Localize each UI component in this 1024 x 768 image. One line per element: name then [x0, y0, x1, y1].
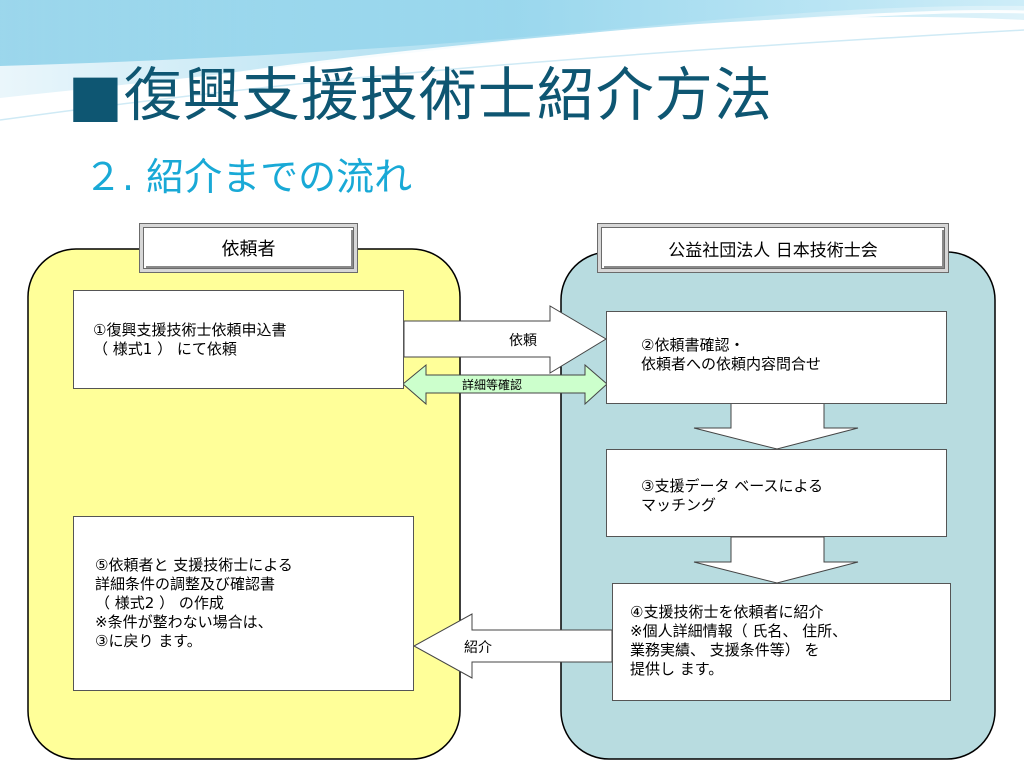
- step5-line: （ 様式2 ） の作成: [95, 594, 224, 612]
- introduce-arrow-label: 紹介: [464, 640, 492, 656]
- step4-line: ④支援技術士を依頼者に紹介: [630, 603, 824, 621]
- requester-label: 依頼者: [143, 227, 354, 269]
- down-arrow-2-3: [693, 402, 859, 450]
- down-arrow-3-4: [693, 536, 859, 584]
- step1-line: ①復興支援技術士依頼申込書: [93, 321, 287, 339]
- step1-box: ①復興支援技術士依頼申込書 （ 様式1 ） にて依頼: [73, 290, 404, 389]
- introduce-arrow: [412, 613, 613, 679]
- step2-line: 依頼者への依頼内容問合せ: [641, 355, 822, 373]
- step1-line: （ 様式1 ） にて依頼: [93, 340, 237, 358]
- step5-line: ⑤依頼者と 支援技術士による: [95, 556, 293, 574]
- step3-box: ③支援データ ベースによる マッチング: [606, 449, 947, 537]
- step2-line: ②依頼書確認・: [641, 336, 745, 354]
- step2-box: ②依頼書確認・ 依頼者への依頼内容問合せ: [606, 311, 947, 404]
- step4-line: 提供し ます。: [630, 660, 724, 678]
- step5-box: ⑤依頼者と 支援技術士による 詳細条件の調整及び確認書 （ 様式2 ） の作成 …: [73, 516, 414, 691]
- step4-line: 業務実績、 支援条件等） を: [630, 641, 820, 659]
- page-subtitle: ２. 紹介までの流れ: [84, 155, 413, 199]
- step5-line: 詳細条件の調整及び確認書: [95, 575, 276, 593]
- header-wave: [0, 0, 1024, 121]
- step3-line: ③支援データ ベースによる: [641, 477, 824, 495]
- step5-line: ※条件が整わない場合は、: [95, 613, 273, 631]
- step5-line: ③に戻り ます。: [95, 632, 202, 650]
- page-title: ■復興支援技術士紹介方法: [68, 61, 773, 129]
- association-label: 公益社団法人 日本技術士会: [601, 227, 945, 269]
- step4-line: ※個人詳細情報（ 氏名、 住所、: [630, 622, 848, 640]
- step4-box: ④支援技術士を依頼者に紹介 ※個人詳細情報（ 氏名、 住所、 業務実績、 支援条…: [612, 583, 951, 701]
- confirm-arrow-label: 詳細等確認: [462, 378, 523, 392]
- request-arrow-label: 依頼: [509, 333, 537, 349]
- step3-line: マッチング: [641, 496, 717, 514]
- request-arrow: [403, 305, 607, 374]
